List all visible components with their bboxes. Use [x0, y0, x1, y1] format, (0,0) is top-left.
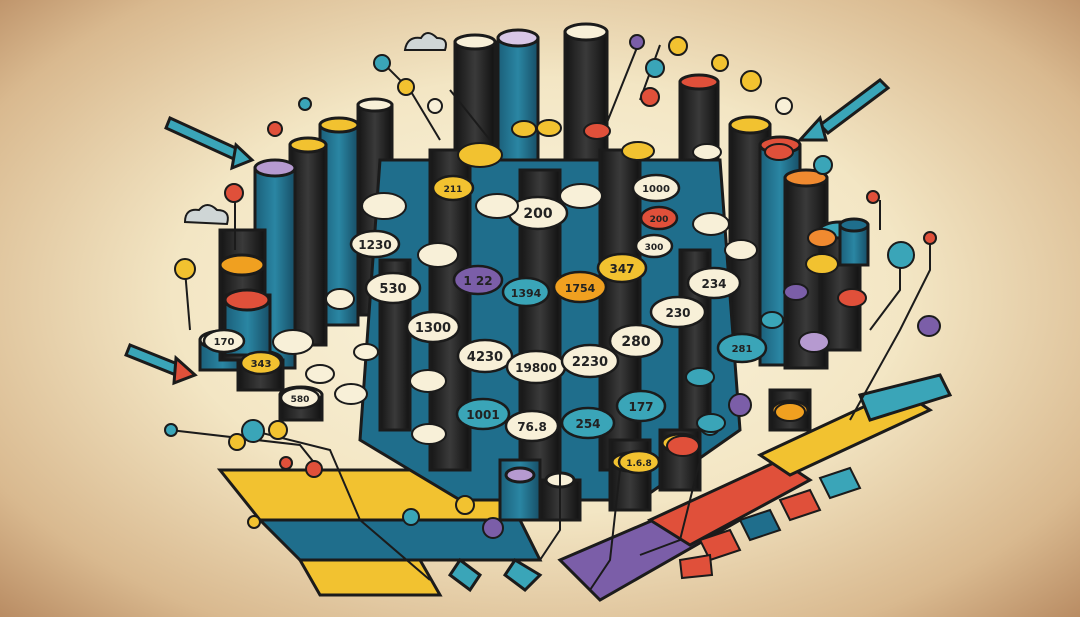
bubble-343: 343	[239, 350, 283, 376]
bubble-170: 170	[202, 328, 246, 354]
svg-text:1000: 1000	[642, 184, 670, 195]
svg-text:170: 170	[214, 337, 235, 348]
bubble-234: 234	[686, 266, 742, 300]
svg-text:343: 343	[251, 359, 272, 370]
bubble-4230: 4230	[456, 338, 514, 374]
floor-ribbons	[216, 373, 953, 602]
bubble-211: 211	[431, 174, 475, 202]
bubble-1754: 1754	[552, 270, 608, 304]
bubble-1001: 1001	[455, 397, 511, 431]
svg-text:300: 300	[645, 243, 664, 253]
bubble-200-right: 200	[639, 205, 679, 231]
bubble-347: 347	[596, 252, 648, 284]
bubble-1230: 1230	[349, 229, 401, 259]
cloud-icon	[183, 32, 447, 226]
bubble-200-center: 200	[507, 195, 569, 231]
arrow-icon	[124, 78, 891, 593]
bubble-1000: 1000	[631, 173, 681, 203]
svg-text:2230: 2230	[572, 355, 608, 370]
svg-text:347: 347	[609, 262, 634, 276]
svg-text:200: 200	[523, 206, 552, 222]
svg-text:254: 254	[575, 417, 600, 431]
svg-text:4230: 4230	[467, 350, 503, 365]
bubble-281: 281	[716, 332, 768, 364]
bubble-1-6-8: 1.6.8	[617, 449, 661, 475]
svg-text:280: 280	[621, 334, 650, 350]
bubble-230: 230	[649, 295, 707, 329]
svg-text:1001: 1001	[466, 408, 499, 422]
svg-text:234: 234	[701, 277, 726, 291]
bubble-1300: 1300	[405, 310, 461, 344]
svg-text:1 22: 1 22	[463, 274, 492, 288]
bubble-530: 530	[364, 271, 422, 305]
bubble-2230: 2230	[560, 343, 620, 379]
small-bubbles	[272, 119, 941, 457]
bubble-580: 580	[279, 386, 321, 410]
svg-text:177: 177	[628, 400, 653, 414]
label-bubbles: 1230 530 1300 4230 1001 200 1 22 1394 19…	[202, 173, 768, 475]
bubble-280: 280	[608, 323, 664, 359]
svg-text:1754: 1754	[565, 282, 596, 295]
svg-text:281: 281	[732, 344, 753, 355]
bubble-300: 300	[634, 233, 674, 259]
svg-text:230: 230	[665, 306, 690, 320]
svg-text:76.8: 76.8	[517, 420, 547, 434]
svg-text:1230: 1230	[358, 238, 391, 252]
svg-text:200: 200	[650, 215, 669, 225]
svg-text:1.6.8: 1.6.8	[626, 459, 652, 469]
bubble-76-8: 76.8	[504, 409, 560, 443]
svg-text:530: 530	[379, 282, 406, 297]
bubble-19800: 19800	[505, 349, 567, 385]
svg-text:580: 580	[291, 395, 310, 405]
svg-text:211: 211	[444, 185, 463, 195]
bubble-1-22: 1 22	[452, 264, 504, 296]
svg-text:1300: 1300	[415, 321, 451, 336]
svg-text:1394: 1394	[511, 287, 542, 300]
bubble-177: 177	[615, 389, 667, 423]
bubble-1394: 1394	[501, 276, 551, 308]
bubble-254: 254	[560, 406, 616, 440]
svg-text:19800: 19800	[515, 361, 557, 375]
